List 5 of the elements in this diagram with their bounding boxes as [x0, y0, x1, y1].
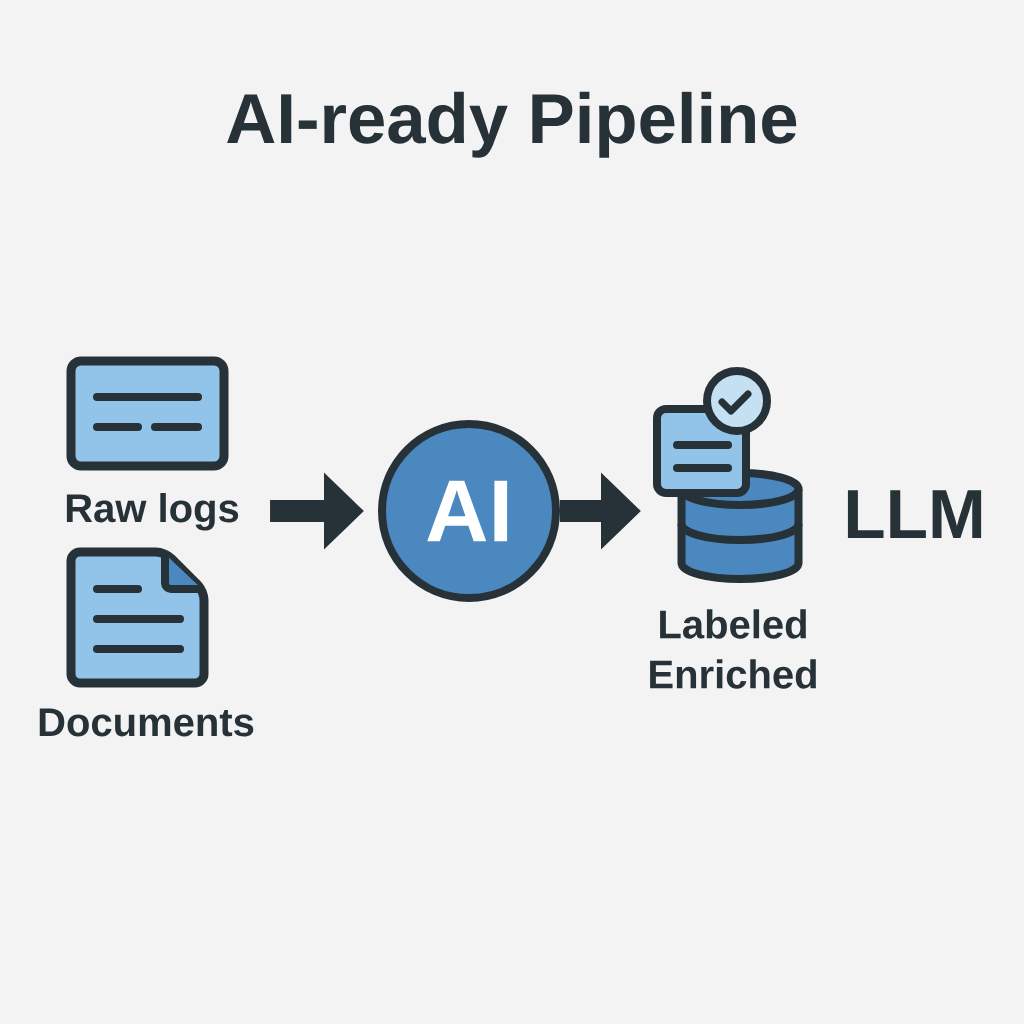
side-label: LLM — [847, 490, 982, 538]
node-label: Labeled Enriched — [650, 609, 816, 689]
title: AI-ready Pipeline — [227, 91, 797, 158]
node-label: Raw logs — [66, 493, 239, 531]
node-label: Documents — [39, 708, 254, 737]
